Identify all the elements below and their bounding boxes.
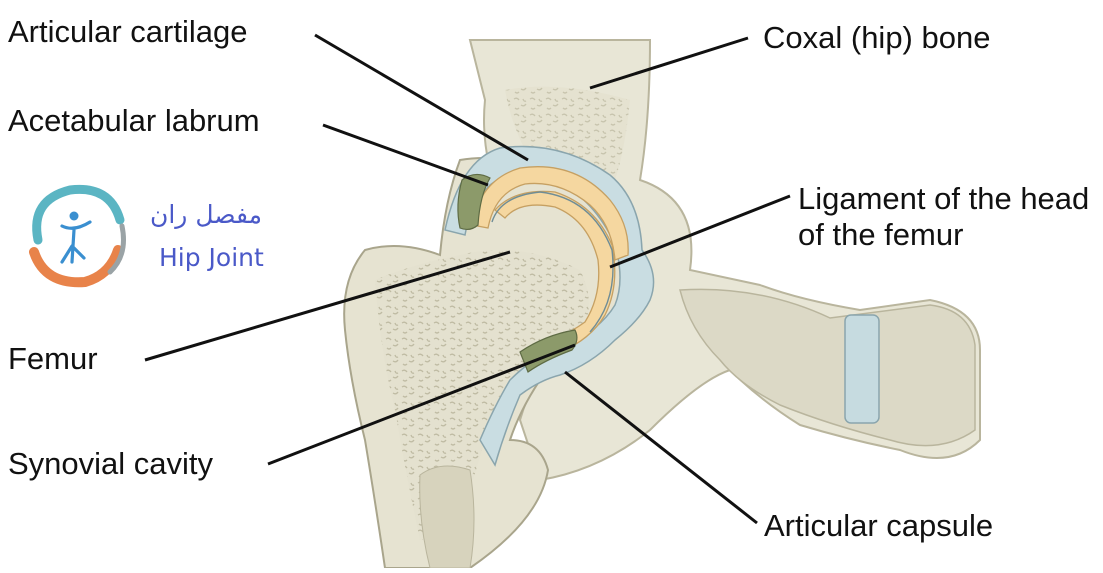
- label-acetabular-labrum: Acetabular labrum: [8, 103, 260, 138]
- label-femur: Femur: [8, 341, 98, 376]
- logo-figure-body: [60, 220, 92, 264]
- human-figure-icon: [29, 184, 126, 288]
- pelvis-spongy-area: [505, 86, 630, 180]
- ligament-band-shape: [844, 314, 880, 424]
- leader-coxal-bone: [589, 36, 749, 90]
- femur-canal-shape: [419, 465, 475, 569]
- logo-orange-arc: [29, 245, 123, 288]
- leader-synovial-cavity: [267, 343, 576, 466]
- label-coxal-bone: Coxal (hip) bone: [763, 20, 991, 55]
- leader-articular-cartilage: [314, 33, 529, 162]
- pubic-ramus-shape: [679, 288, 976, 447]
- logo-figure-head: [69, 211, 79, 221]
- label-synovial-cavity: Synovial cavity: [8, 446, 214, 481]
- leader-femur: [144, 250, 511, 362]
- leader-acetabular-labrum: [322, 123, 489, 187]
- label-articular-cartilage: Articular cartilage: [8, 14, 248, 49]
- label-articular-capsule: Articular capsule: [764, 508, 994, 543]
- synovial-cavity-line: [491, 191, 614, 333]
- leader-lines: [144, 33, 791, 525]
- acetabular-cartilage-shape: [471, 166, 629, 261]
- logo-teal-arc: [32, 184, 125, 245]
- logo-text-persian: مفصل ران: [150, 200, 262, 229]
- logo-gray-arc: [107, 223, 126, 275]
- femur-spongy-area: [375, 250, 589, 540]
- leader-ligament-head-femur: [609, 194, 791, 269]
- logo-text-english: Hip Joint: [159, 243, 264, 272]
- acetabular-labrum-shape: [457, 173, 491, 231]
- label-ligament-head-femur: Ligament of the head of the femur: [798, 181, 1090, 252]
- leader-articular-capsule: [564, 370, 758, 525]
